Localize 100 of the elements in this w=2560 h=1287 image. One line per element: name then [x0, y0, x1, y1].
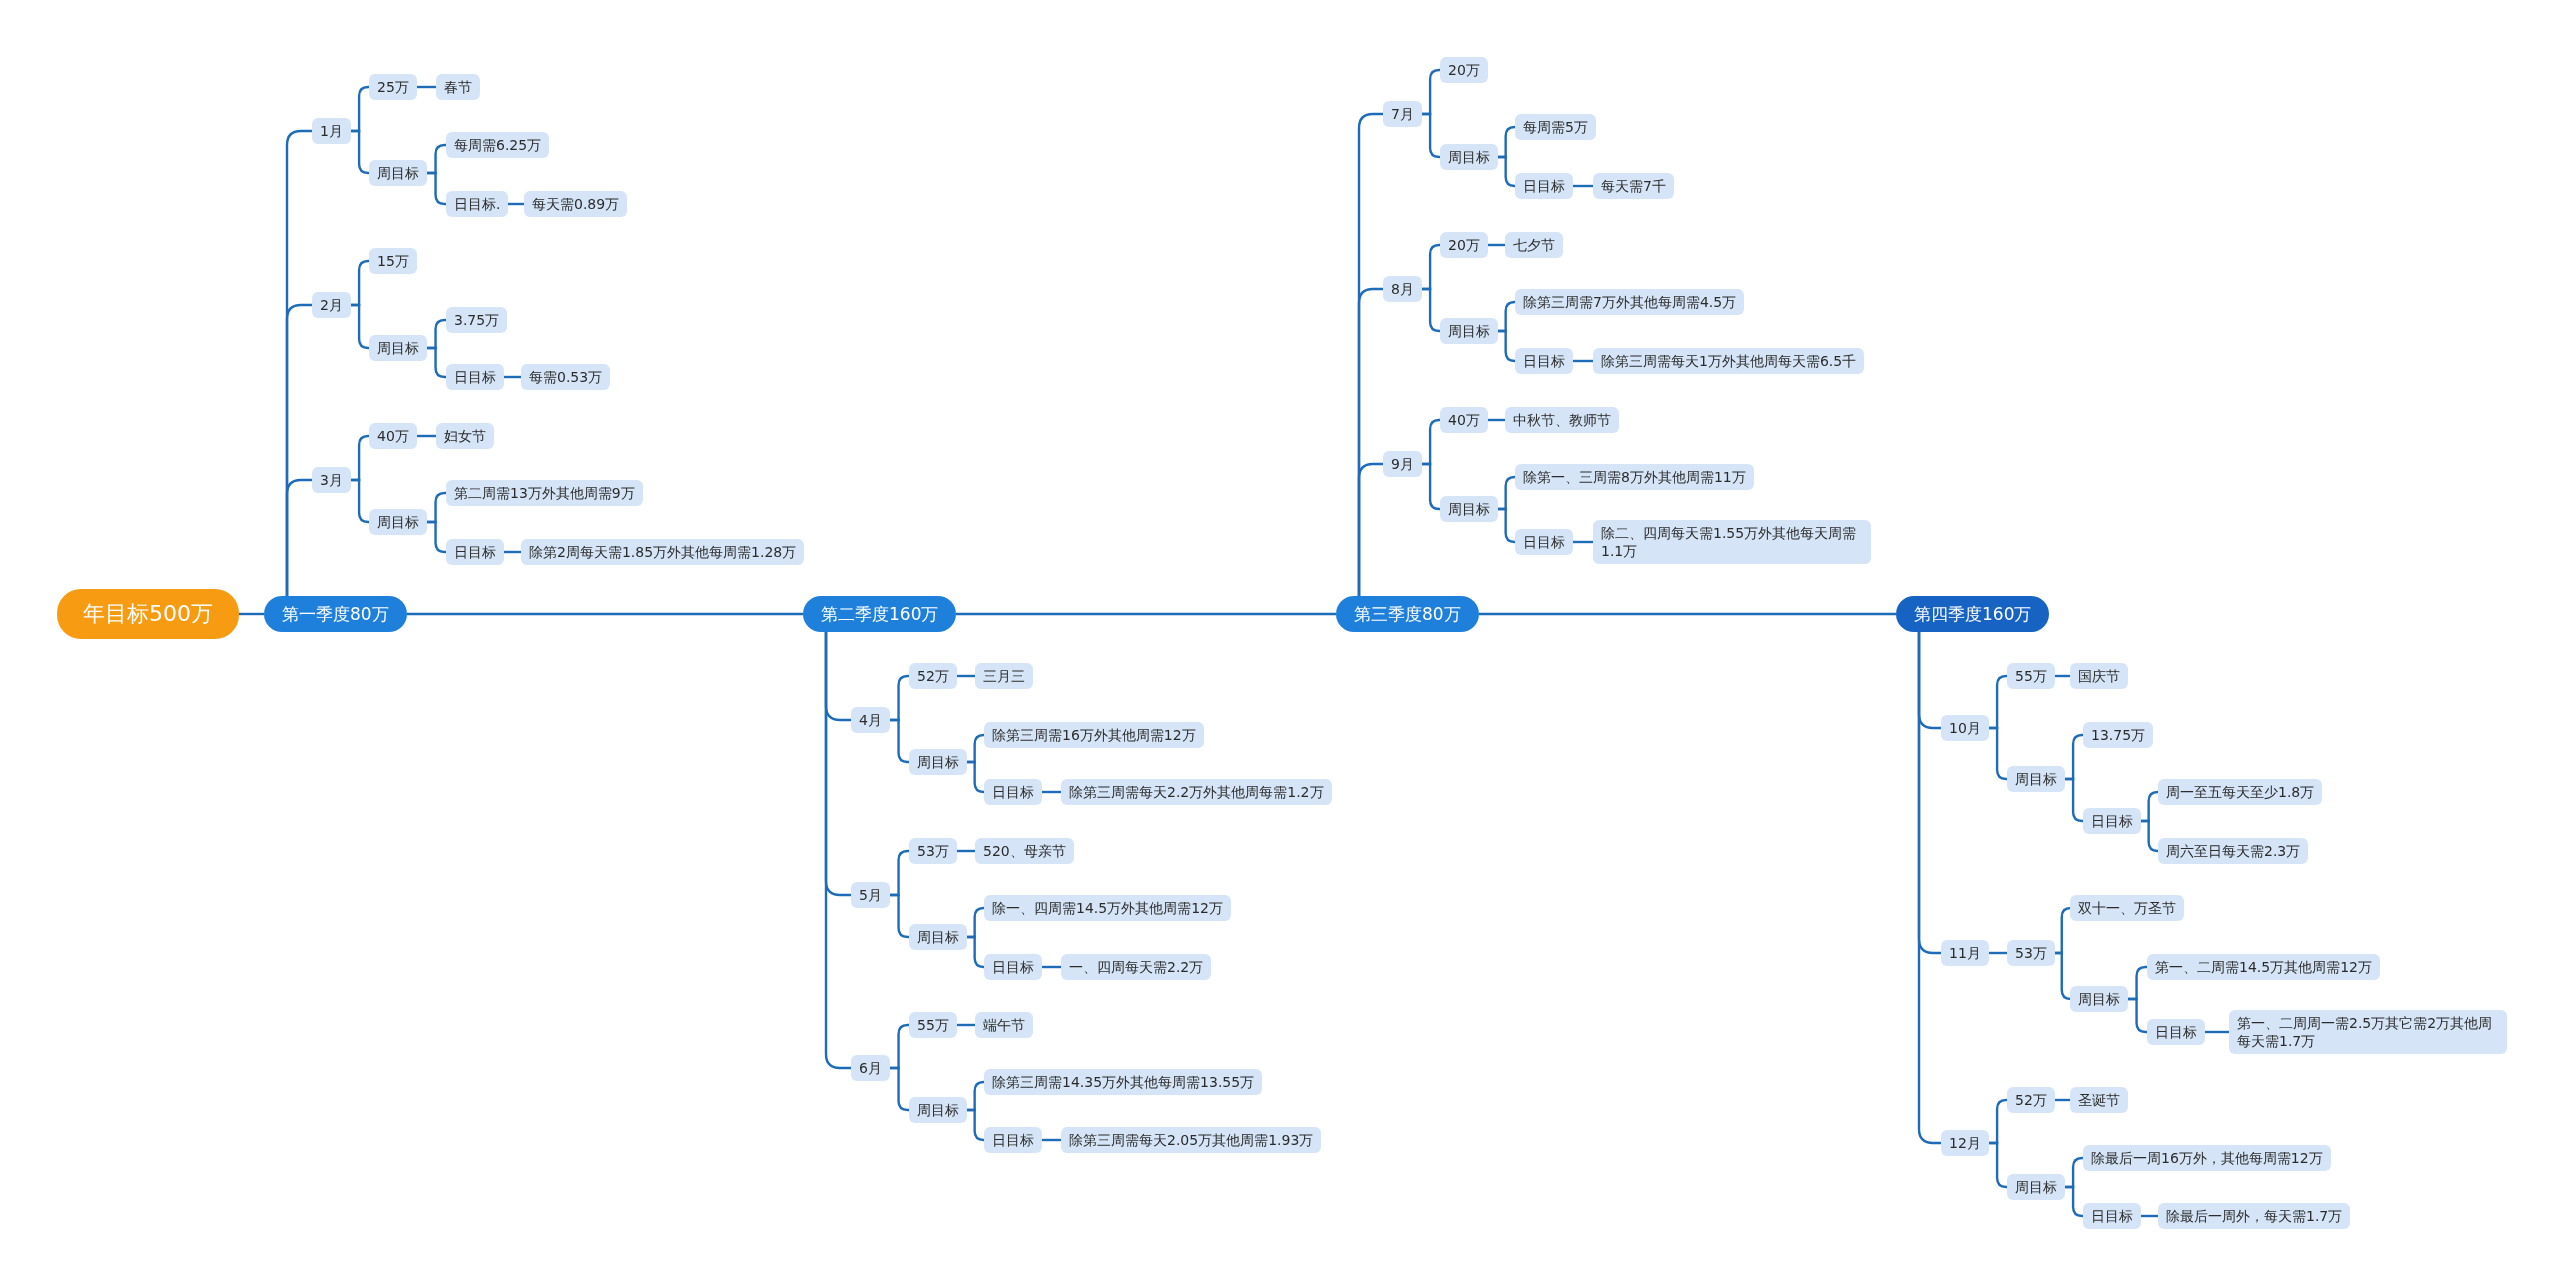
- topic-box: 每天需7千: [1593, 173, 1674, 199]
- topic-box: 除第三周需14.35万外其他每周需13.55万: [984, 1069, 1263, 1095]
- topic-box: 3.75万: [446, 307, 508, 333]
- topic-box: 日目标: [984, 779, 1042, 805]
- topic-box: 日目标.: [446, 191, 509, 217]
- topic-box: 除第三周需每天2.2万外其他周每需1.2万: [1061, 779, 1332, 805]
- connector-line: [239, 612, 264, 616]
- connector-line: [967, 1108, 985, 1142]
- topic-box: 40万: [1440, 407, 1488, 433]
- topic-box: 25万: [369, 74, 417, 100]
- topic-box: 4月: [851, 707, 890, 733]
- connector-line: [1498, 329, 1516, 363]
- connector-line: [1042, 965, 1061, 969]
- topic-box: 周目标: [1440, 144, 1498, 170]
- connector-line: [351, 129, 370, 175]
- connector-line: [2065, 1185, 2084, 1218]
- connector-line: [2205, 1030, 2229, 1034]
- connector-line: [351, 303, 370, 350]
- connector-line: [890, 718, 910, 764]
- connector-line: [2065, 777, 2084, 823]
- topic-box: 周目标: [909, 749, 967, 775]
- connector-line: [1989, 726, 2008, 781]
- topic-box: 周目标: [369, 160, 427, 186]
- topic-box: 周目标: [2007, 766, 2065, 792]
- topic-box: 3月: [312, 467, 351, 493]
- topic-box: 每周需6.25万: [446, 132, 550, 158]
- connector-line: [1573, 540, 1593, 544]
- topic-box: 55万: [2007, 663, 2055, 689]
- topic-box: 日目标: [2083, 1203, 2141, 1229]
- connector-line: [967, 935, 985, 969]
- connector-line: [1479, 612, 1896, 616]
- topic-box: 除第三周需16万外其他周需12万: [984, 722, 1204, 748]
- branch-topic: 第四季度160万: [1896, 596, 2050, 632]
- topic-box: 13.75万: [2083, 722, 2154, 748]
- topic-box: 周目标: [369, 335, 427, 361]
- topic-box: 日目标: [1515, 348, 1573, 374]
- topic-box: 一、四周每天需2.2万: [1061, 954, 1212, 980]
- topic-box: 国庆节: [2070, 663, 2128, 689]
- topic-box: 除最后一周16万外，其他每周需12万: [2083, 1145, 2331, 1171]
- connector-line: [417, 434, 436, 438]
- topic-box: 周目标: [369, 509, 427, 535]
- connector-line: [1573, 184, 1593, 188]
- topic-box: 除第一、三周需8万外其他周需11万: [1515, 464, 1754, 490]
- topic-box: 53万: [909, 838, 957, 864]
- connector-line: [1422, 112, 1441, 159]
- connector-line: [427, 520, 447, 554]
- connector-line: [967, 760, 985, 794]
- topic-box: 除最后一周外，每天需1.7万: [2158, 1203, 2351, 1229]
- topic-box: 日目标: [2147, 1019, 2205, 1045]
- topic-box: 10月: [1941, 715, 1989, 741]
- connector-line: [1573, 359, 1593, 363]
- topic-box: 9月: [1383, 451, 1422, 477]
- topic-box: 日目标: [2083, 808, 2141, 834]
- connector-line: [1042, 790, 1061, 794]
- topic-box: 日目标: [1515, 529, 1573, 555]
- topic-box: 520、母亲节: [975, 838, 1074, 864]
- connector-line: [824, 632, 851, 1070]
- connector-line: [2128, 997, 2148, 1034]
- topic-box: 55万: [909, 1012, 957, 1038]
- branch-topic: 第三季度80万: [1336, 596, 1479, 632]
- topic-box: 日目标: [1515, 173, 1573, 199]
- connector-line: [1422, 287, 1441, 333]
- topic-box: 周目标: [909, 1097, 967, 1123]
- topic-box: 除第三周需每天1万外其他周每天需6.5千: [1593, 348, 1865, 374]
- connector-line: [890, 893, 910, 939]
- topic-box: 53万: [2007, 940, 2055, 966]
- topic-box: 第二周需13万外其他周需9万: [446, 480, 643, 506]
- branch-topic: 第一季度80万: [264, 596, 407, 632]
- topic-box: 第一、二周需14.5万其他周需12万: [2147, 954, 2380, 980]
- topic-box: 中秋节、教师节: [1505, 407, 1619, 433]
- topic-box: 三月三: [975, 663, 1033, 689]
- topic-box: 7月: [1383, 101, 1422, 127]
- topic-box: 除二、四周每天需1.55万外其他每天周需1.1万: [1593, 520, 1871, 564]
- topic-box: 20万: [1440, 57, 1488, 83]
- topic-box: 8月: [1383, 276, 1422, 302]
- connector-line: [1357, 462, 1383, 596]
- topic-box: 每周需5万: [1515, 114, 1596, 140]
- connector-line: [417, 85, 436, 89]
- topic-box: 除第2周每天需1.85万外其他每周需1.28万: [521, 539, 805, 565]
- topic-box: 每天需0.89万: [524, 191, 628, 217]
- topic-box: 1月: [312, 118, 351, 144]
- connector-line: [2055, 951, 2072, 1001]
- topic-box: 12月: [1941, 1130, 1989, 1156]
- topic-box: 第一、二周周一需2.5万其它需2万其他周每天需1.7万: [2229, 1010, 2507, 1054]
- topic-box: 5月: [851, 882, 890, 908]
- connector-line: [351, 478, 370, 524]
- topic-box: 52万: [909, 663, 957, 689]
- connector-line: [285, 478, 312, 596]
- topic-box: 15万: [369, 248, 417, 274]
- topic-box: 周六至日每天需2.3万: [2158, 838, 2309, 864]
- connector-line: [2141, 819, 2159, 853]
- connector-line: [1498, 155, 1516, 188]
- topic-box: 周目标: [2070, 986, 2128, 1012]
- connector-line: [1498, 507, 1516, 544]
- connector-line: [890, 1066, 910, 1112]
- topic-box: 除第三周需每天2.05万其他周需1.93万: [1061, 1127, 1322, 1153]
- topic-box: 周目标: [1440, 496, 1498, 522]
- topic-box: 20万: [1440, 232, 1488, 258]
- connector-line: [1917, 632, 1941, 1145]
- connector-line: [1042, 1138, 1061, 1142]
